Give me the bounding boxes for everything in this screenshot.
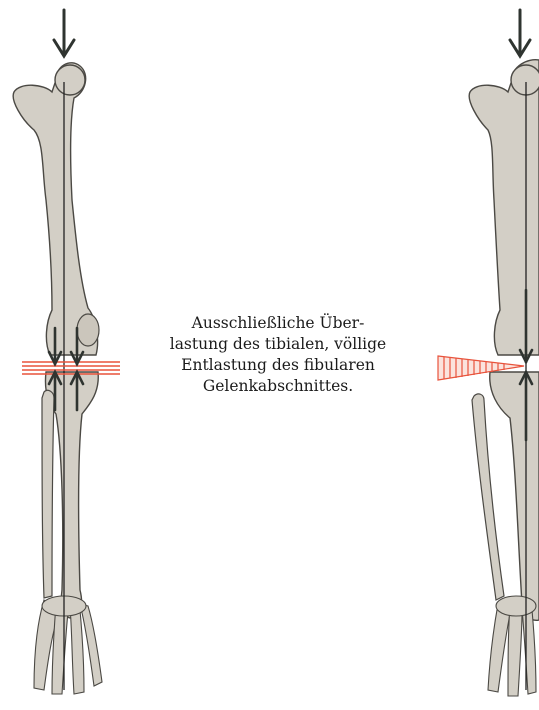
caption-line-4: Gelenkabschnittes. [166,376,390,397]
left-leg-figure [0,0,150,710]
left-patella [77,314,99,346]
caption-line-2: lastung des tibialen, völlige [166,334,390,355]
left-foot [34,596,102,694]
right-leg-figure [400,0,539,710]
right-femur [469,60,539,355]
right-top-arrow-icon [510,10,530,56]
left-femur [13,63,97,355]
caption-line-3: Entlastung des fibularen [166,355,390,376]
caption-line-1: Ausschließliche Über- [166,313,390,334]
right-foot [488,596,536,696]
left-fibula [42,390,54,598]
left-top-arrow-icon [54,10,74,56]
caption-text: Ausschließliche Über- lastung des tibial… [166,313,390,397]
right-fibula [472,394,504,600]
